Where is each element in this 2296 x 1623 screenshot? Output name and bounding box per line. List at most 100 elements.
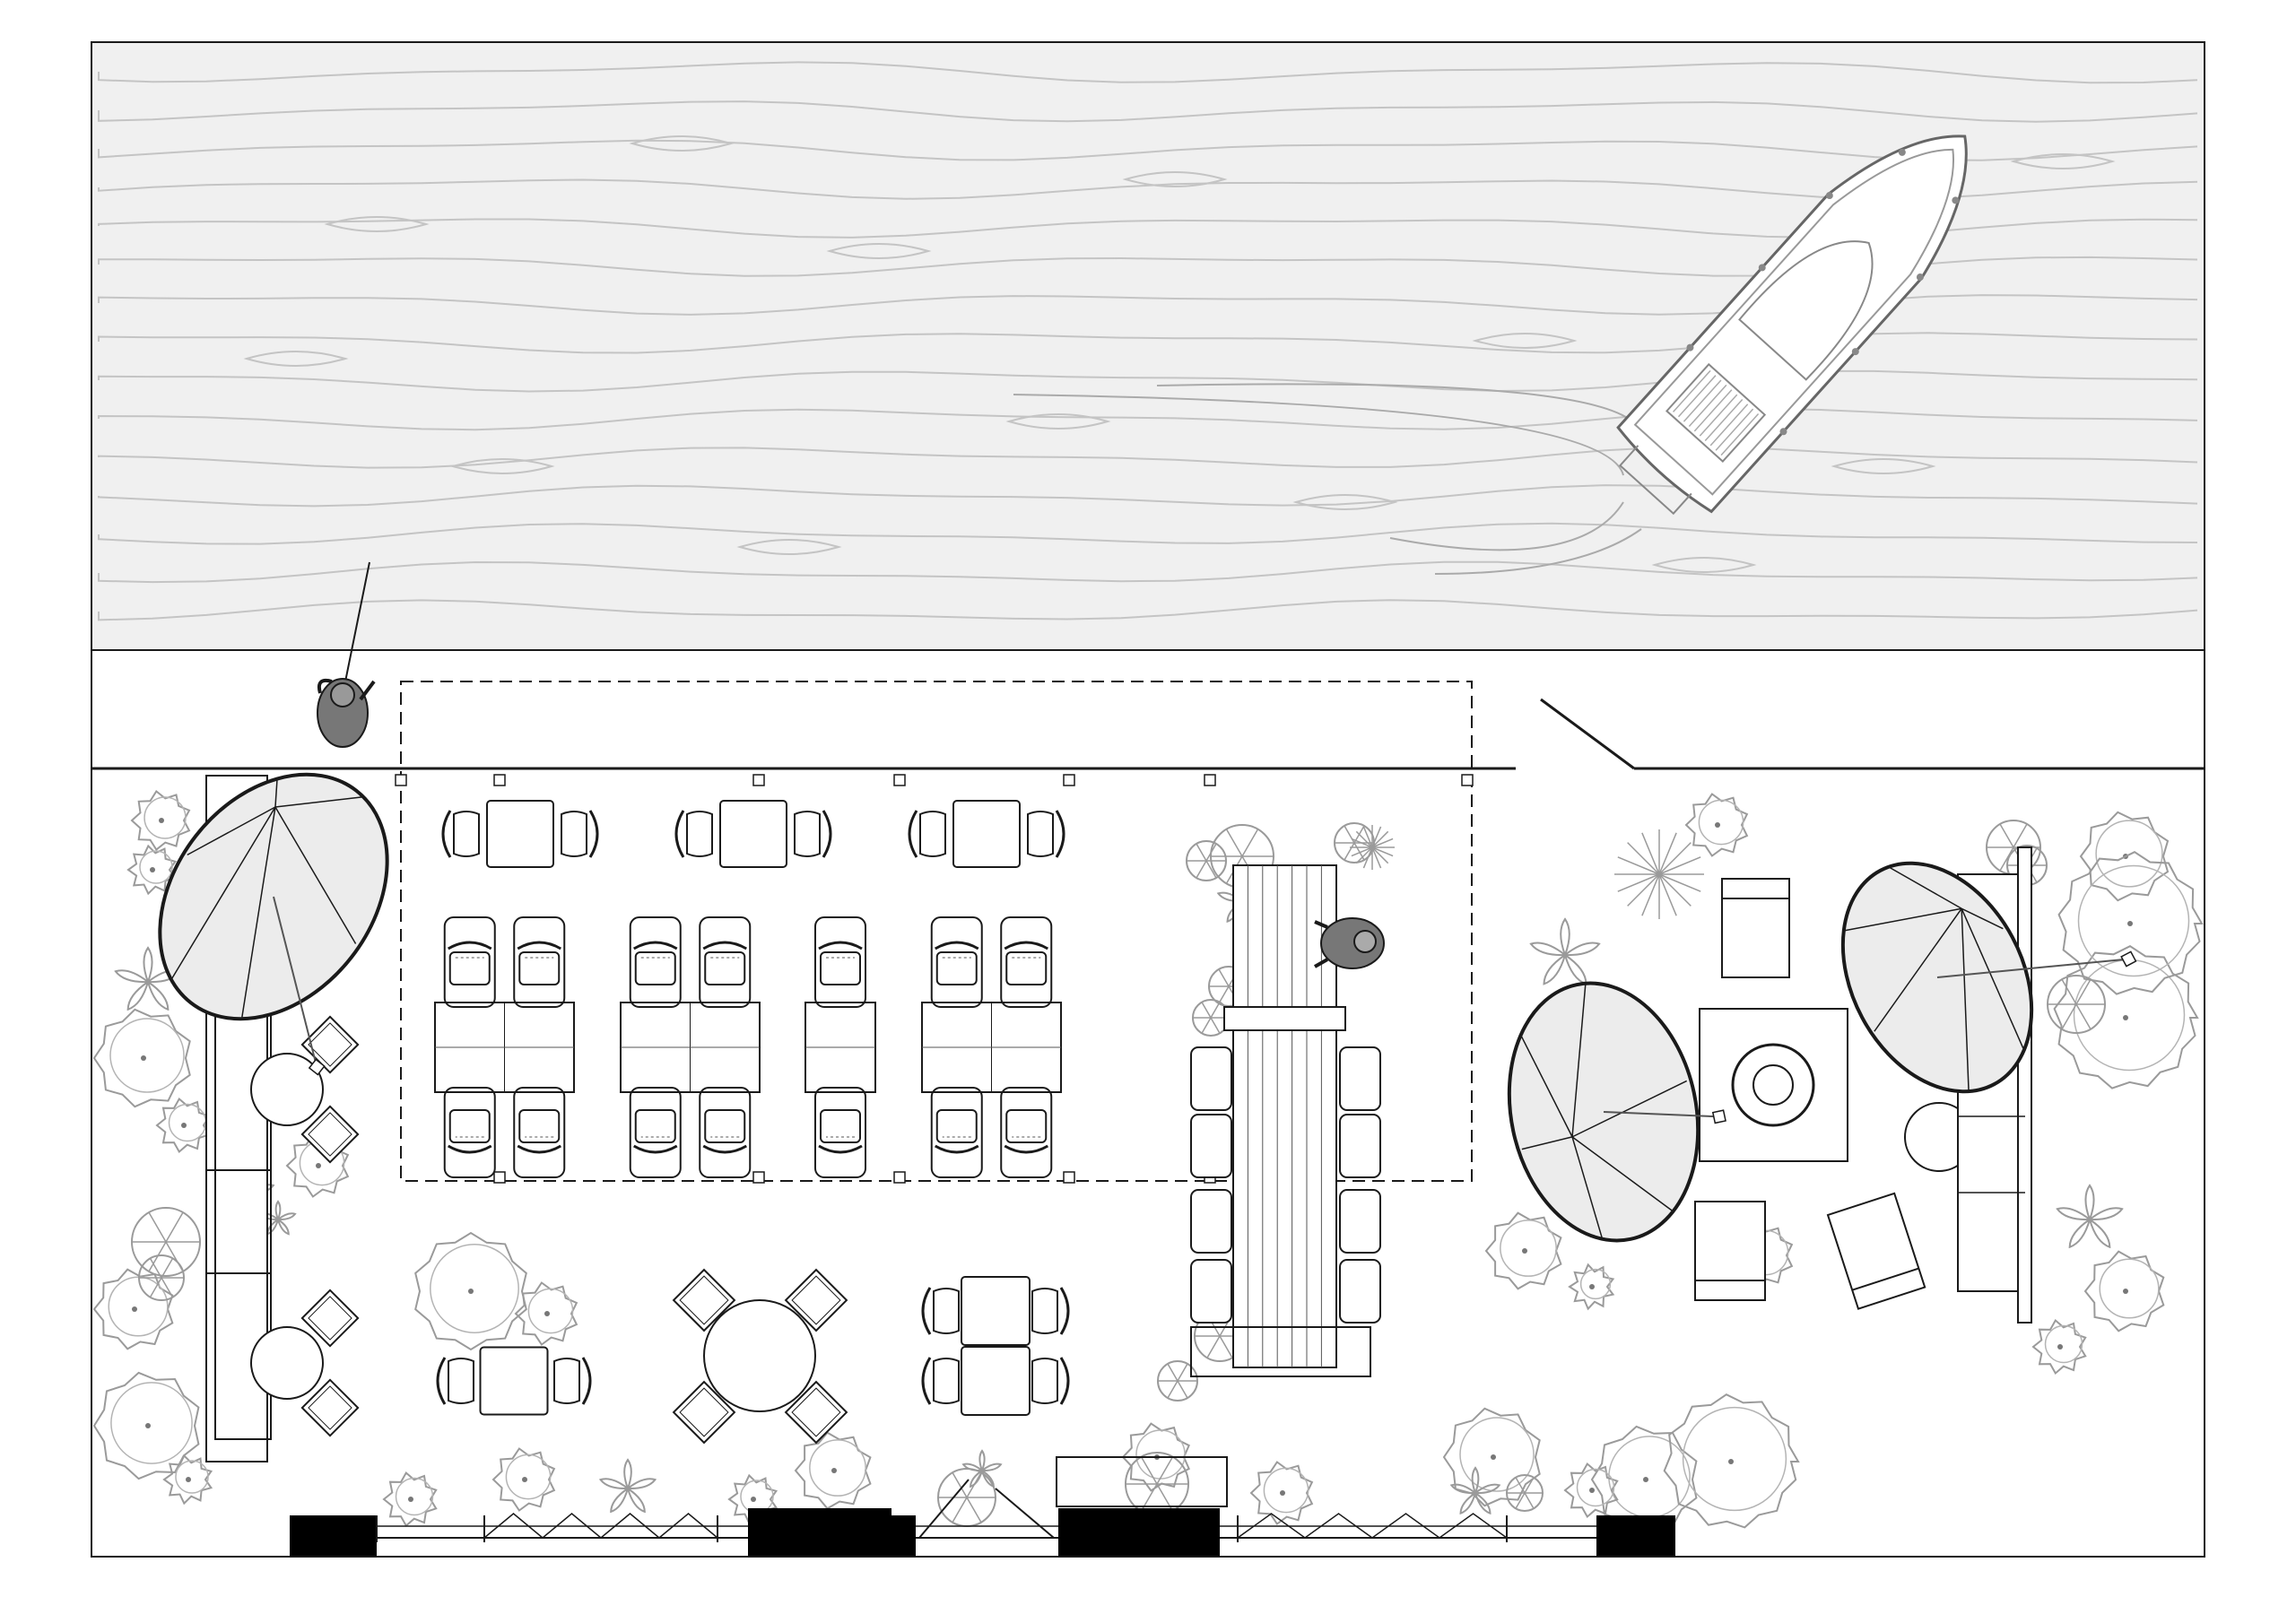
water-ripple-line: [98, 522, 2198, 545]
shrub-spike: [1351, 846, 1373, 857]
tree-inner-ring: [1682, 1406, 1787, 1512]
shrub-spike: [1641, 832, 1660, 875]
water-ripple-eddy: [449, 458, 555, 474]
tree-canopy: [491, 1447, 556, 1512]
tree-inner-ring: [2099, 1258, 2160, 1319]
umbrella-rib: [1571, 982, 1587, 1137]
shrub-branch: [165, 1211, 184, 1243]
tree-trunk: [145, 1423, 151, 1428]
water-ripple-eddy: [1651, 557, 1757, 573]
tree-canopy: [126, 844, 178, 896]
water-ripple-line: [98, 599, 2198, 621]
tree-icon: [2083, 1250, 2165, 1332]
shrub-branch: [1515, 1492, 1526, 1509]
shrub-branch: [1201, 1017, 1212, 1034]
water-ripple-line: [98, 446, 2198, 469]
tree-trunk: [2123, 1289, 2128, 1294]
umbrella-rib: [274, 795, 365, 808]
shrub-branch: [952, 1497, 968, 1523]
boat-hatch-slat: [1715, 408, 1754, 451]
umbrella-rib: [187, 806, 276, 856]
shrub-branch: [1196, 843, 1207, 862]
chair-seat: [518, 951, 561, 985]
umbrella-rib: [274, 806, 357, 944]
chair-inner: [791, 1387, 841, 1437]
chair-seat: [448, 1358, 474, 1404]
boat-cleat: [1686, 343, 1694, 352]
shrub-branch: [1140, 1456, 1158, 1485]
chair-icon: [443, 916, 496, 1178]
chair-inner: [308, 1296, 352, 1341]
shrub-leaf: [980, 1468, 995, 1488]
tree-inner-ring: [2095, 820, 2163, 888]
shrub-branch: [1524, 1492, 1535, 1509]
chair-frame: [1190, 1114, 1232, 1178]
shrub-leaf: [143, 946, 153, 985]
water-ripple-eddy: [826, 243, 932, 259]
tree-inner-ring: [1576, 1468, 1615, 1507]
tree-inner-ring: [395, 1477, 434, 1516]
shrub-icon: [1157, 1360, 1198, 1402]
chair-icon: [629, 916, 682, 1178]
chair-back: [934, 941, 979, 950]
boat-hatch-slat: [1693, 389, 1733, 432]
terrace-boundary: [400, 681, 1473, 1182]
water-ripple-line: [98, 560, 2198, 584]
boat-wake-line: [1156, 383, 1633, 422]
tree-inner-ring: [139, 850, 173, 884]
chair-icon: [553, 1357, 592, 1405]
chair-inner: [791, 1275, 841, 1325]
umbrella-rib: [1571, 1136, 1604, 1239]
shrub-spike: [1362, 826, 1373, 848]
chair-seat: [553, 1358, 580, 1404]
boundary-marker: [1461, 774, 1474, 786]
chair-seat: [672, 1380, 736, 1445]
chair-frame: [1339, 1259, 1381, 1324]
chair-seat: [794, 811, 821, 857]
tree-trunk: [831, 1468, 837, 1473]
boat-hatch-slat: [1720, 413, 1760, 456]
umbrella-rib: [1961, 907, 2004, 930]
tree-inner-ring: [144, 796, 187, 839]
umbrella-rib: [241, 806, 276, 1018]
umbrella-rib: [170, 806, 276, 980]
tree-icon: [1484, 1211, 1562, 1290]
shrub-leaf: [598, 1478, 631, 1490]
water-ripple-eddy: [1831, 458, 1936, 474]
fisherman-body: [317, 678, 369, 748]
shrub-branch: [1205, 860, 1217, 879]
chair-seat: [784, 1380, 848, 1445]
boat-cleat: [1758, 264, 1766, 272]
chair-icon: [300, 1378, 360, 1437]
water-ripple-eddy: [324, 216, 430, 232]
wall-pier: [290, 1515, 377, 1556]
chair-frame: [814, 1087, 866, 1178]
chair-icon: [934, 941, 979, 985]
chair-seat: [686, 811, 713, 857]
shrub-branch: [1167, 1363, 1178, 1382]
shrub-branch: [1344, 842, 1355, 861]
shrub-branch: [966, 1497, 982, 1523]
table-icon: [486, 800, 554, 868]
chair-icon: [1190, 1114, 1381, 1178]
chair-icon: [818, 1109, 863, 1154]
chair-icon: [1031, 1287, 1070, 1335]
tree-inner-ring: [505, 1454, 552, 1500]
chair-icon: [930, 916, 983, 1178]
quay-walkway: [91, 649, 2205, 1184]
shrub-leaf: [1449, 1483, 1478, 1495]
shrub-leaf: [274, 1200, 282, 1222]
umbrella-rib: [1961, 908, 1970, 1091]
chair-icon: [674, 810, 713, 858]
chair-icon: [447, 941, 492, 985]
chair-icon: [1004, 941, 1049, 985]
tree-trunk: [141, 1055, 146, 1061]
water-ripple-line: [98, 61, 2198, 84]
chair-frame: [699, 916, 752, 1008]
chair-frame: [629, 916, 682, 1008]
umbrella-pole-arm: [1603, 1111, 1719, 1118]
tree-canopy: [1663, 1393, 1800, 1529]
boat-hatch-slat: [1709, 404, 1749, 447]
boat-wake-line: [1389, 501, 1624, 551]
tree-icon: [126, 844, 178, 896]
